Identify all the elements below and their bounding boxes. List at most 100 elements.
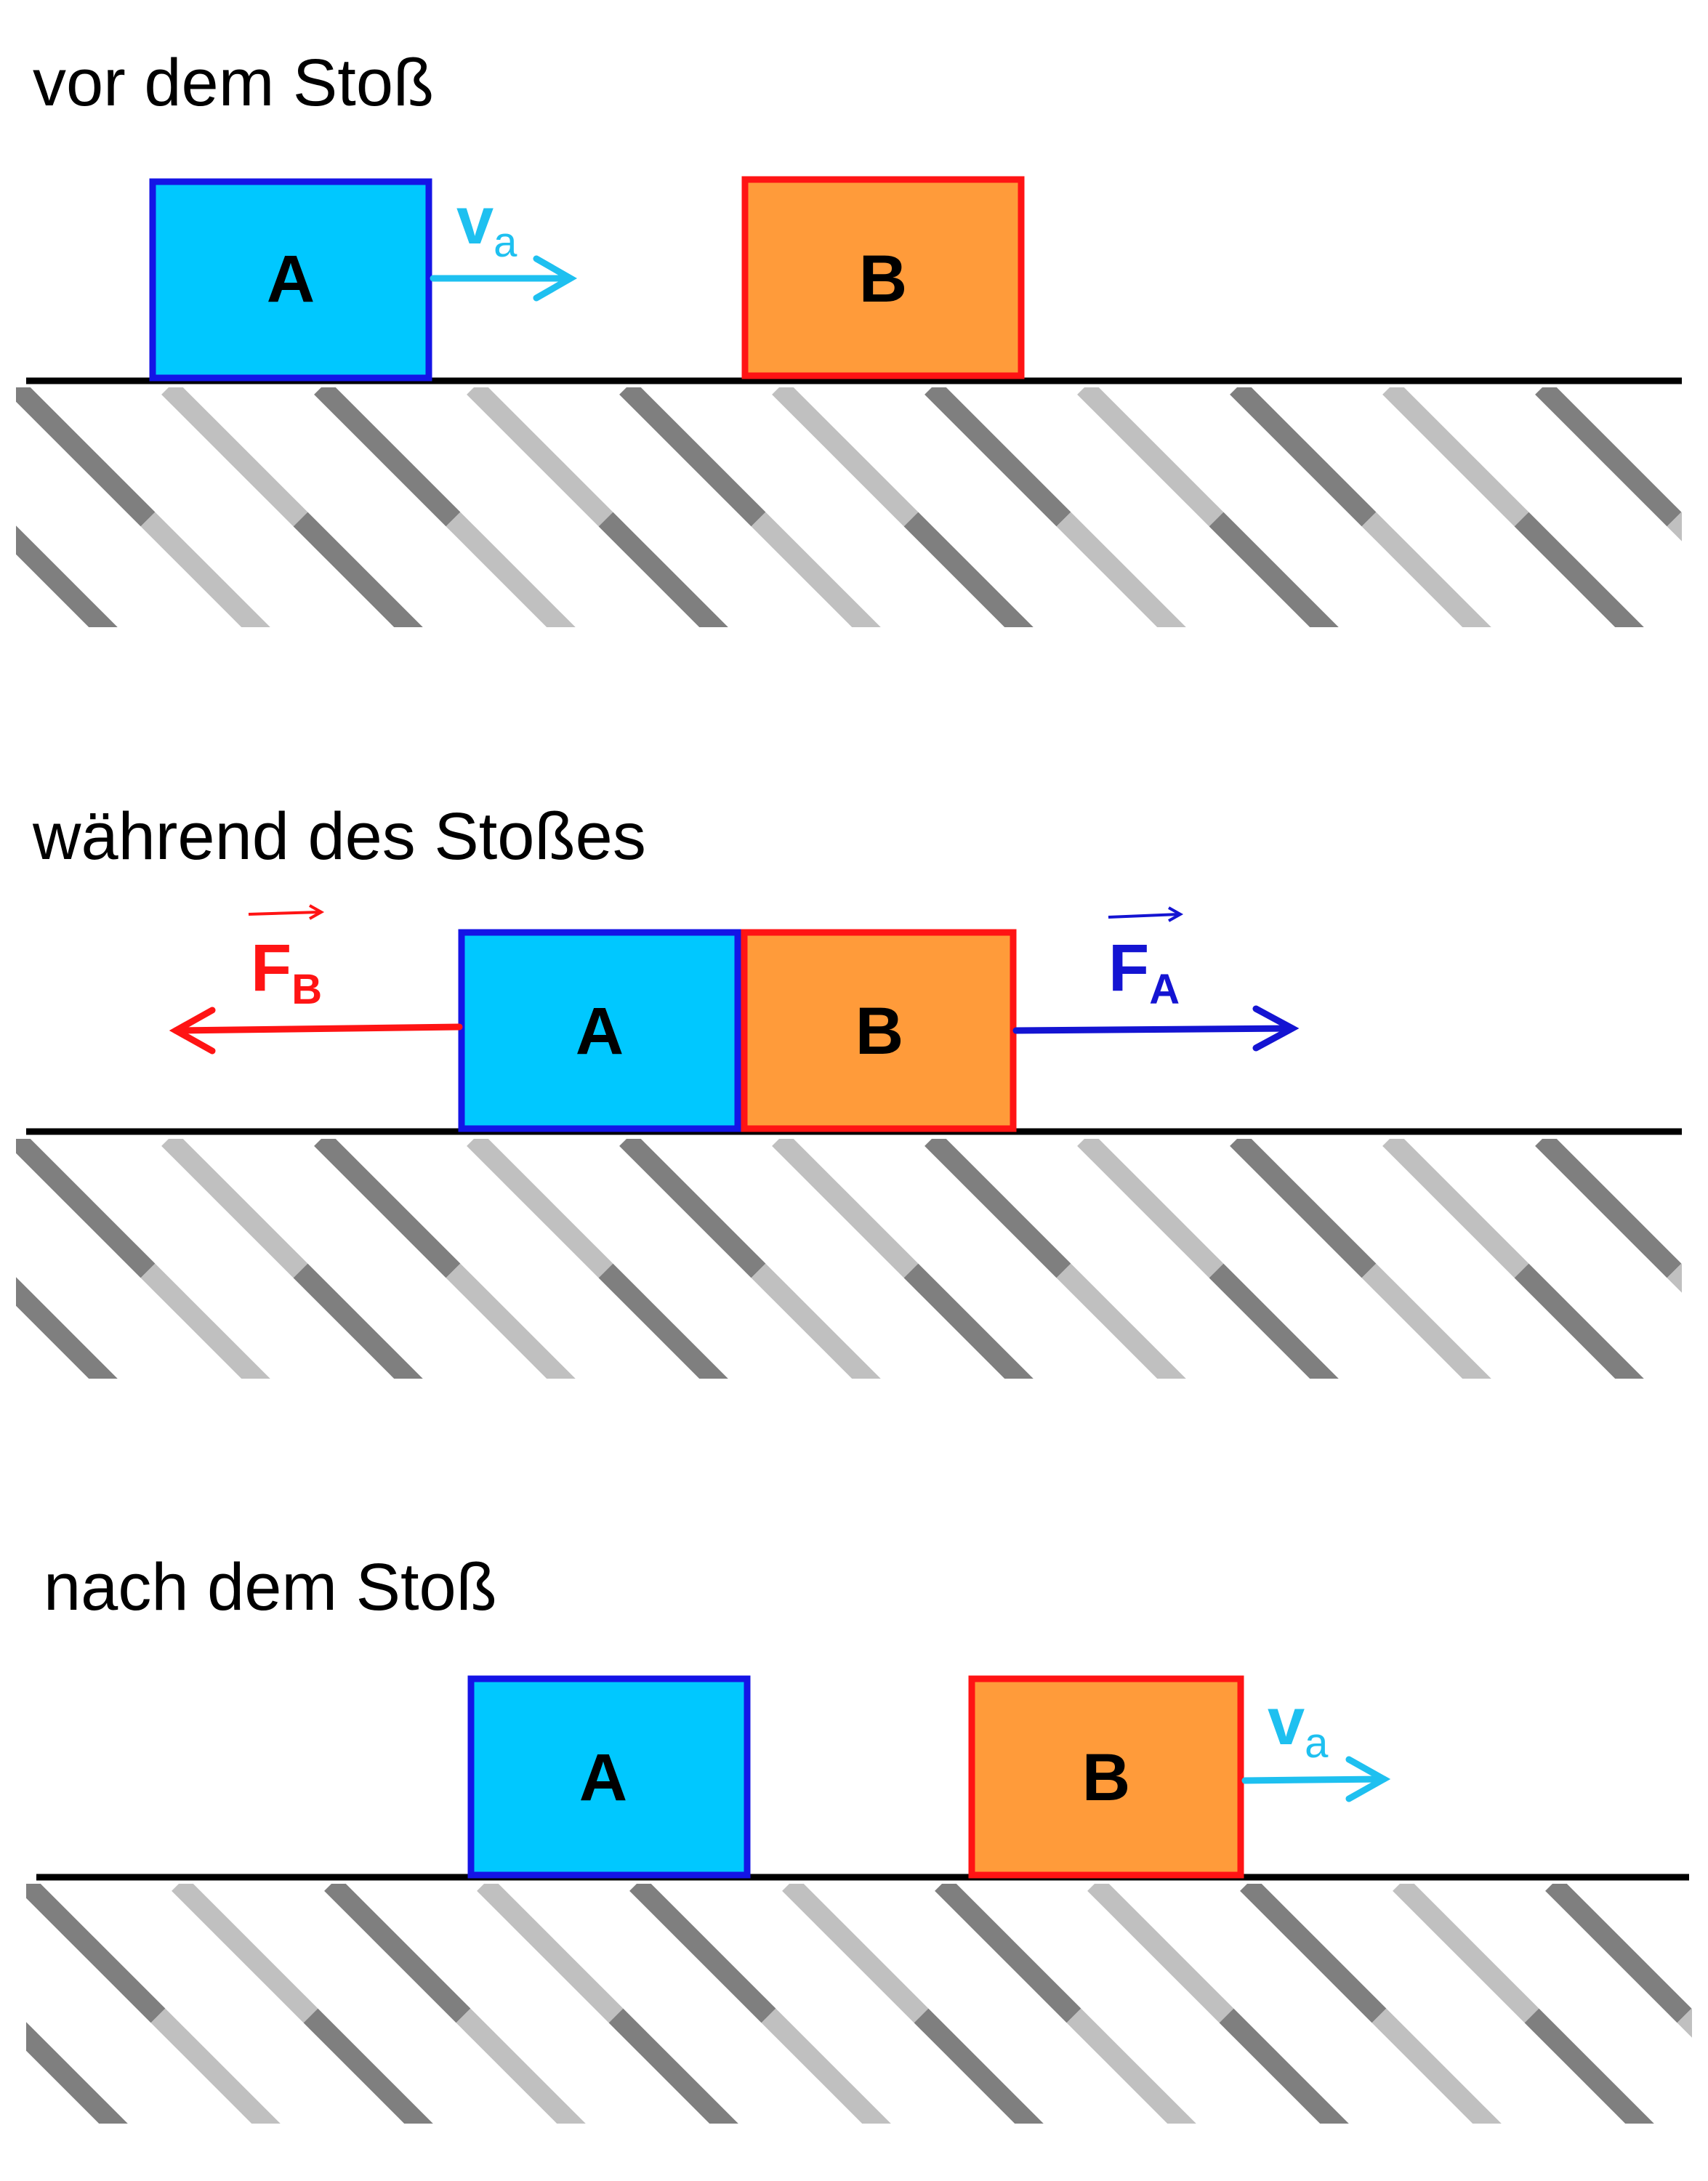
velocity-symbol: v xyxy=(1268,1685,1305,1759)
hatch-stripe xyxy=(16,1277,118,1379)
panel-during-collision: während des Stoßes A B FB xyxy=(16,799,1708,1379)
hatch-stripe xyxy=(16,1139,156,1278)
block-b-label: B xyxy=(855,994,903,1068)
hatch-stripe xyxy=(140,512,270,627)
hatch-stripe xyxy=(751,512,881,627)
hatch-stripe xyxy=(1667,1263,1682,1293)
hatch-stripe xyxy=(16,525,118,627)
force-arrow-left xyxy=(169,1007,463,1055)
force-label-right: FA xyxy=(1108,931,1180,1013)
hatch-stripe xyxy=(608,2008,738,2124)
hatch-stripe xyxy=(293,1263,423,1379)
hatch-stripe xyxy=(150,2008,281,2124)
block-a xyxy=(458,929,741,1132)
hatch-stripe xyxy=(26,2022,128,2124)
hatch-stripe xyxy=(1514,512,1644,627)
hatch-stripe xyxy=(1677,2008,1692,2038)
panel-after-collision: nach dem Stoß A B va xyxy=(0,1550,1708,2124)
hatch-stripe xyxy=(1077,1139,1224,1278)
hatch-stripe xyxy=(598,1263,728,1379)
hatch-stripe xyxy=(293,512,423,627)
hatch-stripe xyxy=(925,1139,1071,1278)
force-label-left: FB xyxy=(251,931,322,1013)
velocity-label: va xyxy=(1268,1685,1329,1767)
hatch-stripe xyxy=(172,1884,318,2023)
hatch-stripe xyxy=(903,512,1034,627)
hatch-stripe xyxy=(324,1884,471,2023)
hatch-stripe xyxy=(772,387,919,527)
hatch-stripe xyxy=(1393,1884,1539,2023)
hatch-stripe xyxy=(925,387,1071,527)
hatch-stripe xyxy=(629,1884,776,2023)
force-arrow-right xyxy=(1012,1005,1300,1052)
hatch-stripe xyxy=(1705,1884,1708,2016)
hatch-stripe xyxy=(1535,1139,1682,1278)
block-a-label: A xyxy=(579,1741,627,1815)
velocity-symbol: v xyxy=(456,184,494,258)
hatch-stripe xyxy=(456,2008,586,2124)
hatch-stripe xyxy=(1695,1139,1708,1271)
hatch-stripe xyxy=(619,387,766,527)
hatch-stripe xyxy=(1371,2008,1502,2124)
hatch-stripe xyxy=(1230,387,1377,527)
panel-title: vor dem Stoß xyxy=(33,46,434,120)
ground-hatching xyxy=(0,1884,1708,2124)
hatch-stripe xyxy=(935,1884,1081,2023)
block-b xyxy=(741,929,1017,1132)
hatch-stripe xyxy=(1382,387,1529,527)
hatch-stripe xyxy=(446,512,576,627)
hatch-stripe xyxy=(1209,512,1339,627)
hatch-stripe xyxy=(26,1884,166,2023)
block-b xyxy=(741,176,1025,379)
ground-hatching xyxy=(16,387,1708,627)
hatch-stripe xyxy=(914,2008,1044,2124)
hatch-stripe xyxy=(1514,1263,1644,1379)
hatch-stripe xyxy=(1361,1263,1491,1379)
hatch-stripe xyxy=(161,1139,308,1278)
hatch-stripe xyxy=(467,1139,613,1278)
hatch-stripe xyxy=(1077,387,1224,527)
hatch-stripe xyxy=(477,1884,624,2023)
hatch-stripe xyxy=(1219,2008,1349,2124)
hatch-stripe xyxy=(0,1884,6,2016)
hatch-stripe xyxy=(1695,387,1708,520)
force-symbol: F xyxy=(251,931,291,1005)
vector-arrow-icon xyxy=(248,904,325,920)
hatch-stripe xyxy=(782,1884,929,2023)
hatch-stripe xyxy=(314,1139,461,1278)
hatch-stripe xyxy=(140,1263,270,1379)
hatch-stripe xyxy=(1240,1884,1387,2023)
velocity-arrow xyxy=(1241,1756,1391,1802)
hatch-stripe xyxy=(772,1139,919,1278)
velocity-subscript: a xyxy=(1305,1720,1329,1767)
panel-before-collision: vor dem Stoß A B va xyxy=(16,46,1708,627)
panel-title: nach dem Stoß xyxy=(44,1550,497,1624)
hatch-stripe xyxy=(1056,1263,1186,1379)
block-b-label: B xyxy=(859,242,907,316)
velocity-arrow xyxy=(430,255,578,302)
hatch-stripe xyxy=(314,387,461,527)
vector-arrow-icon xyxy=(1108,906,1184,922)
hatch-stripe xyxy=(1056,512,1186,627)
hatch-stripe xyxy=(1209,1263,1339,1379)
ground-hatching xyxy=(16,1139,1708,1379)
block-b-label: B xyxy=(1082,1741,1130,1815)
block-a-label: A xyxy=(576,994,624,1068)
hatch-stripe xyxy=(467,387,613,527)
hatch-stripe xyxy=(16,387,156,527)
force-subscript: A xyxy=(1149,966,1180,1013)
block-a xyxy=(467,1675,751,1879)
hatch-stripe xyxy=(161,387,308,527)
hatch-stripe xyxy=(1382,1139,1529,1278)
hatch-stripe xyxy=(1667,512,1682,541)
hatch-stripe xyxy=(903,1263,1034,1379)
force-symbol: F xyxy=(1108,931,1149,1005)
hatch-stripe xyxy=(619,1139,766,1278)
velocity-subscript: a xyxy=(494,219,517,266)
block-a-label: A xyxy=(267,242,315,316)
hatch-stripe xyxy=(1361,512,1491,627)
block-a xyxy=(149,178,432,382)
velocity-label: va xyxy=(456,184,517,266)
hatch-stripe xyxy=(1535,387,1682,527)
